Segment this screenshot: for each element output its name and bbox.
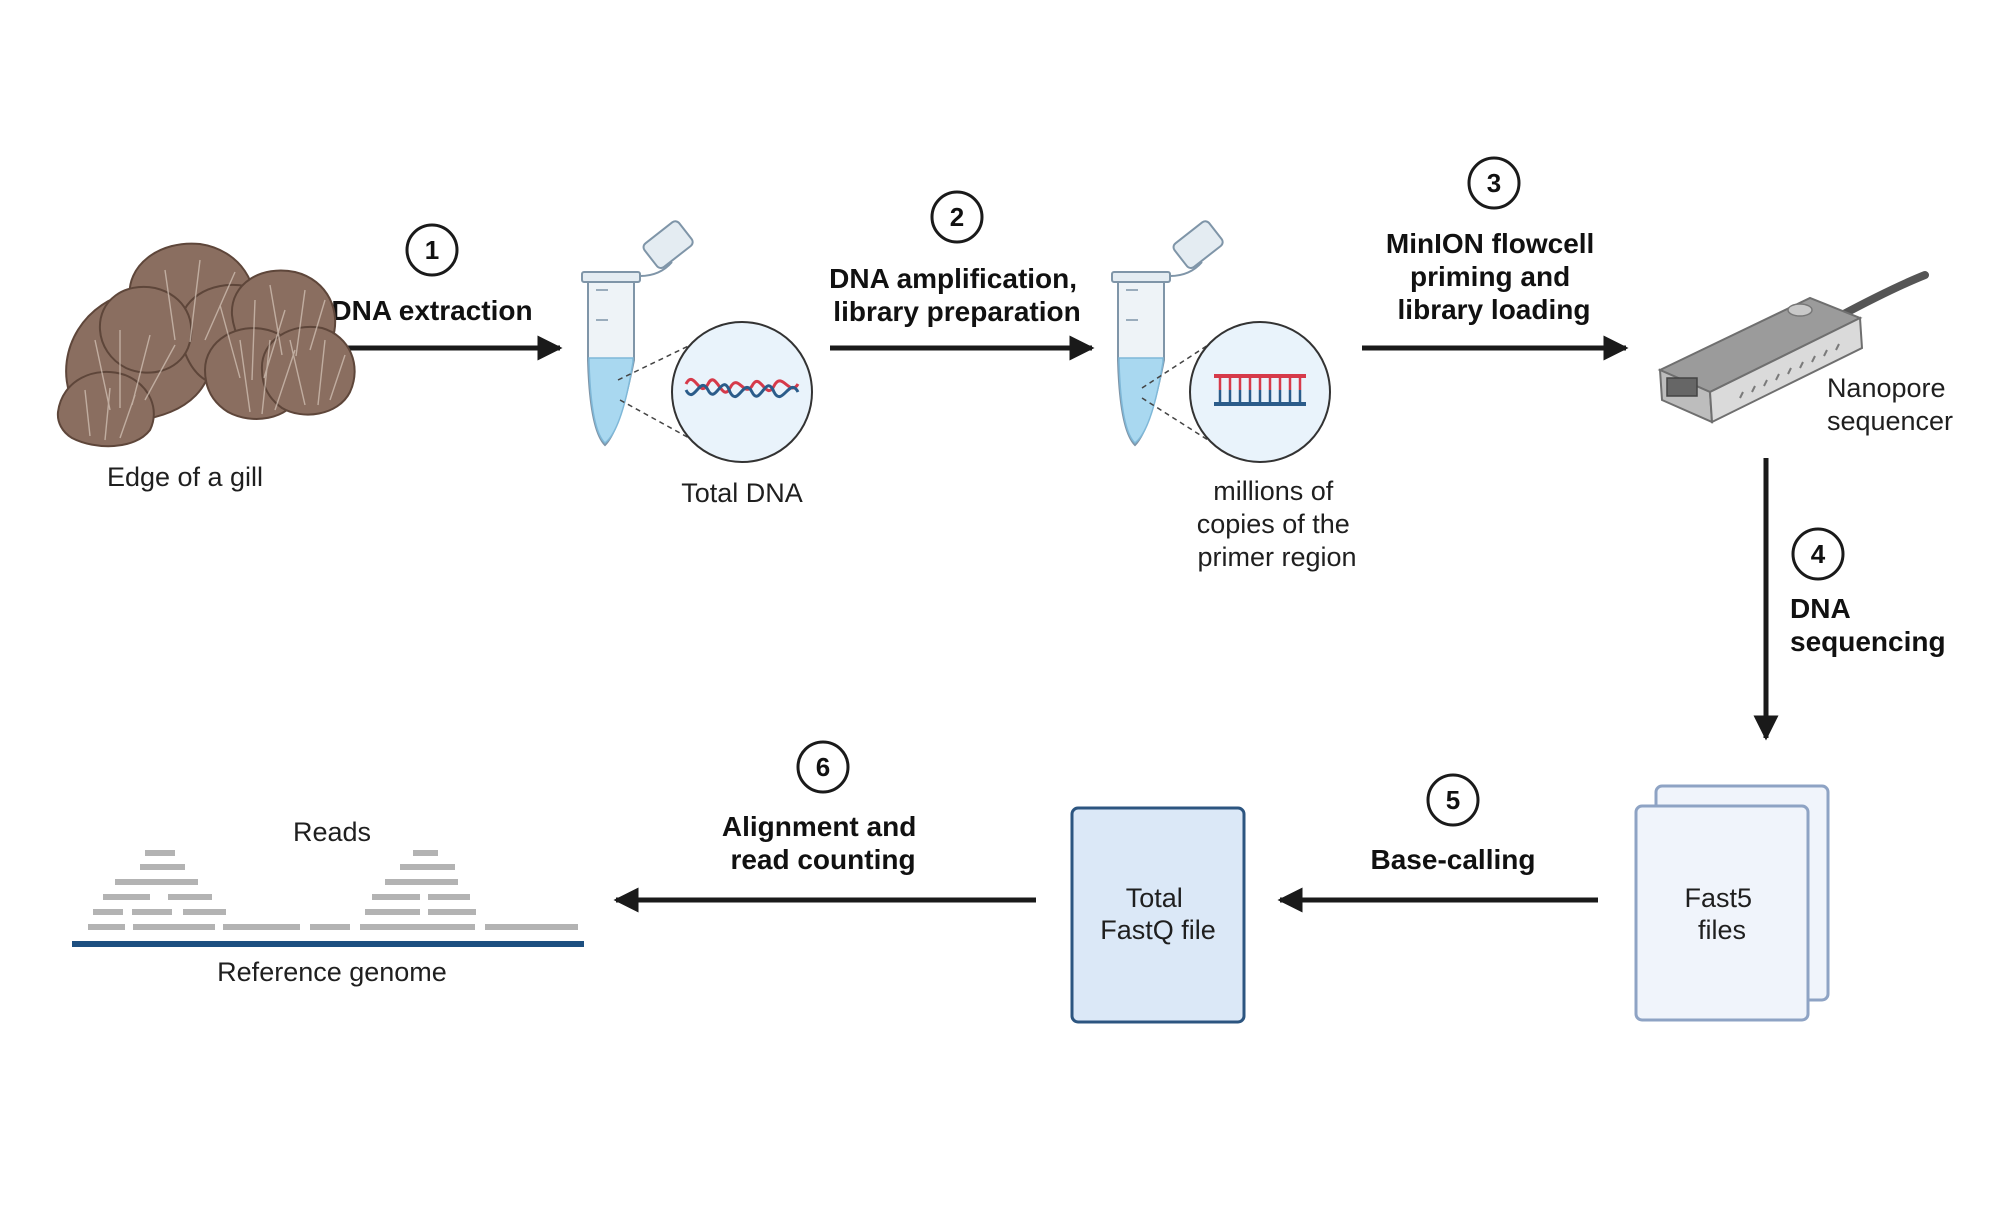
svg-text:4: 4 — [1811, 539, 1826, 569]
step-6-label: Alignment and read counting — [722, 811, 924, 875]
svg-text:6: 6 — [816, 752, 830, 782]
amplicon-zoom-callout — [1141, 321, 1331, 463]
step-1-badge: 1 — [405, 223, 459, 277]
document-icon — [1070, 806, 1246, 1024]
sequencer-label: Nanopore sequencer — [1827, 373, 1953, 436]
tube-icon — [581, 220, 694, 447]
svg-text:1: 1 — [425, 235, 439, 265]
step-6-badge: 6 — [796, 740, 850, 794]
svg-text:3: 3 — [1487, 168, 1501, 198]
step-1-label: DNA extraction — [331, 295, 532, 326]
fast5-files-icon — [1634, 784, 1830, 1022]
step-4-label: DNA sequencing — [1790, 593, 1946, 657]
reference-label: Reference genome — [217, 957, 447, 987]
step-2-badge: 2 — [930, 190, 984, 244]
total-dna-label: Total DNA — [681, 478, 803, 508]
mushroom-icon — [56, 242, 356, 448]
svg-text:2: 2 — [950, 202, 964, 232]
step-2-label: DNA amplification, library preparation — [829, 263, 1085, 327]
reads-label: Reads — [293, 817, 371, 847]
fast5-label: Fast5 files — [1684, 883, 1759, 945]
amplicons-label: millions of copies of the primer region — [1197, 476, 1358, 572]
step-5-badge: 5 — [1426, 773, 1480, 827]
step-5-label: Base-calling — [1371, 844, 1536, 875]
step-4-badge: 4 — [1791, 527, 1845, 581]
amplicon-icon — [1214, 374, 1306, 406]
svg-text:5: 5 — [1446, 785, 1460, 815]
reads-alignment — [88, 850, 578, 930]
fastq-label: Total FastQ file — [1100, 883, 1216, 945]
gill-label: Edge of a gill — [107, 462, 263, 492]
dna-strand-icon — [684, 377, 800, 399]
step-3-label: MinION flowcell priming and library load… — [1386, 228, 1602, 325]
step-3-badge: 3 — [1467, 156, 1521, 210]
sequencer-icon — [1657, 271, 1929, 424]
